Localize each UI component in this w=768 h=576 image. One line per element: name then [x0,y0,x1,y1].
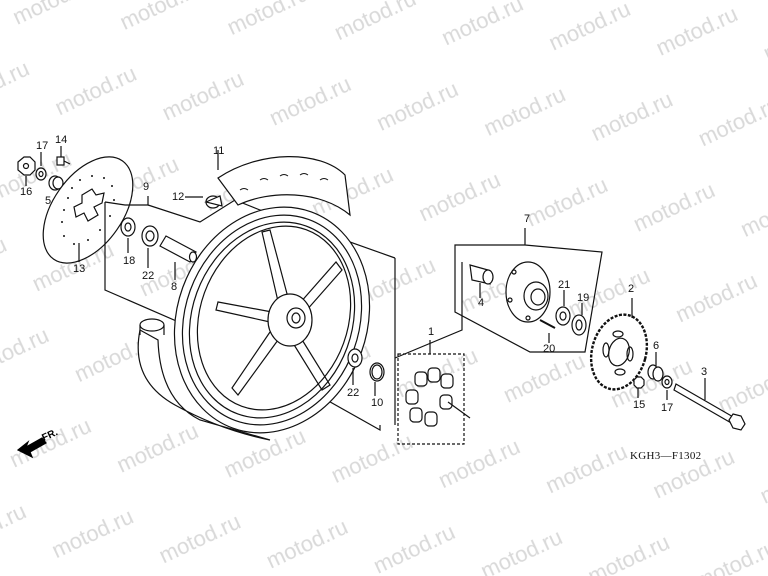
diagram-code: KGH3—F1302 [630,450,702,462]
part-label-1: 1 [428,326,435,338]
part-label-14: 14 [55,134,68,146]
swingarm-mud-guard [137,318,271,441]
part-label-13: 13 [73,263,86,275]
final-driven-flange-7[interactable] [505,261,551,323]
part-label-19: 19 [577,292,590,304]
flange-bearing-21[interactable] [555,306,571,326]
part-label-9: 9 [143,181,150,193]
oil-seal-19[interactable] [571,314,587,336]
part-label-4: 4 [478,297,485,309]
rear-wheel-rim-9[interactable] [143,179,400,460]
part-label-22b: 22 [347,387,360,399]
washer-17b[interactable] [661,375,673,389]
part-label-7: 7 [524,213,531,225]
part-label-11: 11 [213,145,225,157]
driven-sprocket-2[interactable] [583,308,655,395]
part-label-21: 21 [558,279,571,291]
part-label-2: 2 [628,283,635,295]
part-label-6: 6 [653,340,660,352]
axle-distance-collar-8[interactable] [159,235,198,263]
side-collar-6[interactable] [647,364,664,382]
disc-collar-5[interactable] [48,175,64,191]
sprocket-collar-4[interactable] [469,264,494,285]
damper-rubbers-1[interactable] [405,367,454,427]
axle-nut-16[interactable] [17,156,36,176]
part-label-15: 15 [633,399,646,411]
sprocket-stud-20[interactable] [539,319,556,329]
part-label-22: 22 [142,270,155,282]
damper-box [397,353,465,445]
dust-seal-18[interactable] [120,217,136,237]
part-label-5: 5 [45,195,52,207]
brake-disc-13[interactable] [25,141,151,279]
rear-axle-bolt-3[interactable] [673,383,746,431]
part-label-17: 17 [36,140,49,152]
part-label-20: 20 [543,343,556,355]
front-direction-arrow [16,437,47,459]
part-label-3: 3 [701,366,708,378]
part-label-8: 8 [171,281,178,293]
wheel-bearing-22a[interactable] [141,225,159,247]
wheel-bearing-22b[interactable] [347,348,363,368]
washer-17[interactable] [35,167,47,181]
part-label-16: 16 [20,186,33,198]
part-label-17b: 17 [661,402,674,414]
part-label-10: 10 [371,397,384,409]
sprocket-nut-15[interactable] [633,376,645,389]
o-ring-10[interactable] [369,362,385,382]
part-label-12: 12 [172,191,185,203]
disc-bolt-14[interactable] [56,156,71,166]
part-label-18: 18 [123,255,136,267]
valve-12[interactable] [204,195,223,209]
tire-11[interactable] [217,156,351,217]
